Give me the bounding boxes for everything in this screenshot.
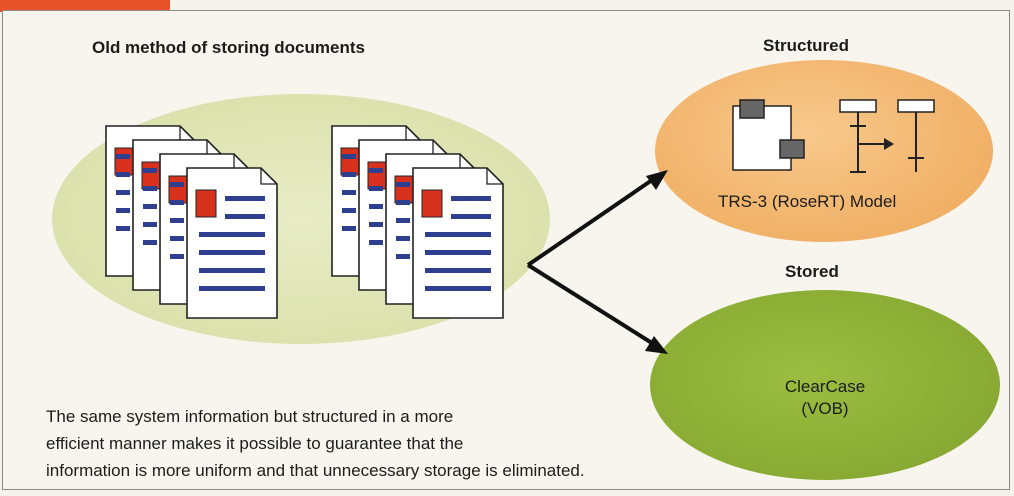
model-label: TRS-3 (RoseRT) Model xyxy=(718,192,897,211)
uml-sequence-icon xyxy=(839,99,935,173)
clearcase-line1: ClearCase xyxy=(784,377,866,396)
document-stack-icon xyxy=(105,125,278,319)
uml-component-icon xyxy=(732,99,805,171)
document-stack-icon xyxy=(331,125,504,319)
document-page-icon xyxy=(186,167,278,319)
stored-title: Stored xyxy=(785,262,839,281)
clearcase-label: ClearCase (VOB) xyxy=(780,376,870,420)
caption-line2: efficient manner makes it possible to gu… xyxy=(46,434,464,453)
caption: The same system information but structur… xyxy=(46,403,766,484)
caption-line3: information is more uniform and that unn… xyxy=(46,461,585,480)
clearcase-line2: (VOB) xyxy=(801,399,849,418)
arrow-to-stored xyxy=(526,263,668,354)
arrow-to-structured xyxy=(526,170,668,267)
logo-bar xyxy=(0,0,170,12)
structured-title: Structured xyxy=(763,36,849,55)
caption-line1: The same system information but structur… xyxy=(46,407,454,426)
old-method-title: Old method of storing documents xyxy=(92,38,365,57)
stored-ellipse xyxy=(650,290,1000,480)
structured-ellipse xyxy=(655,60,993,242)
document-page-icon xyxy=(412,167,504,319)
